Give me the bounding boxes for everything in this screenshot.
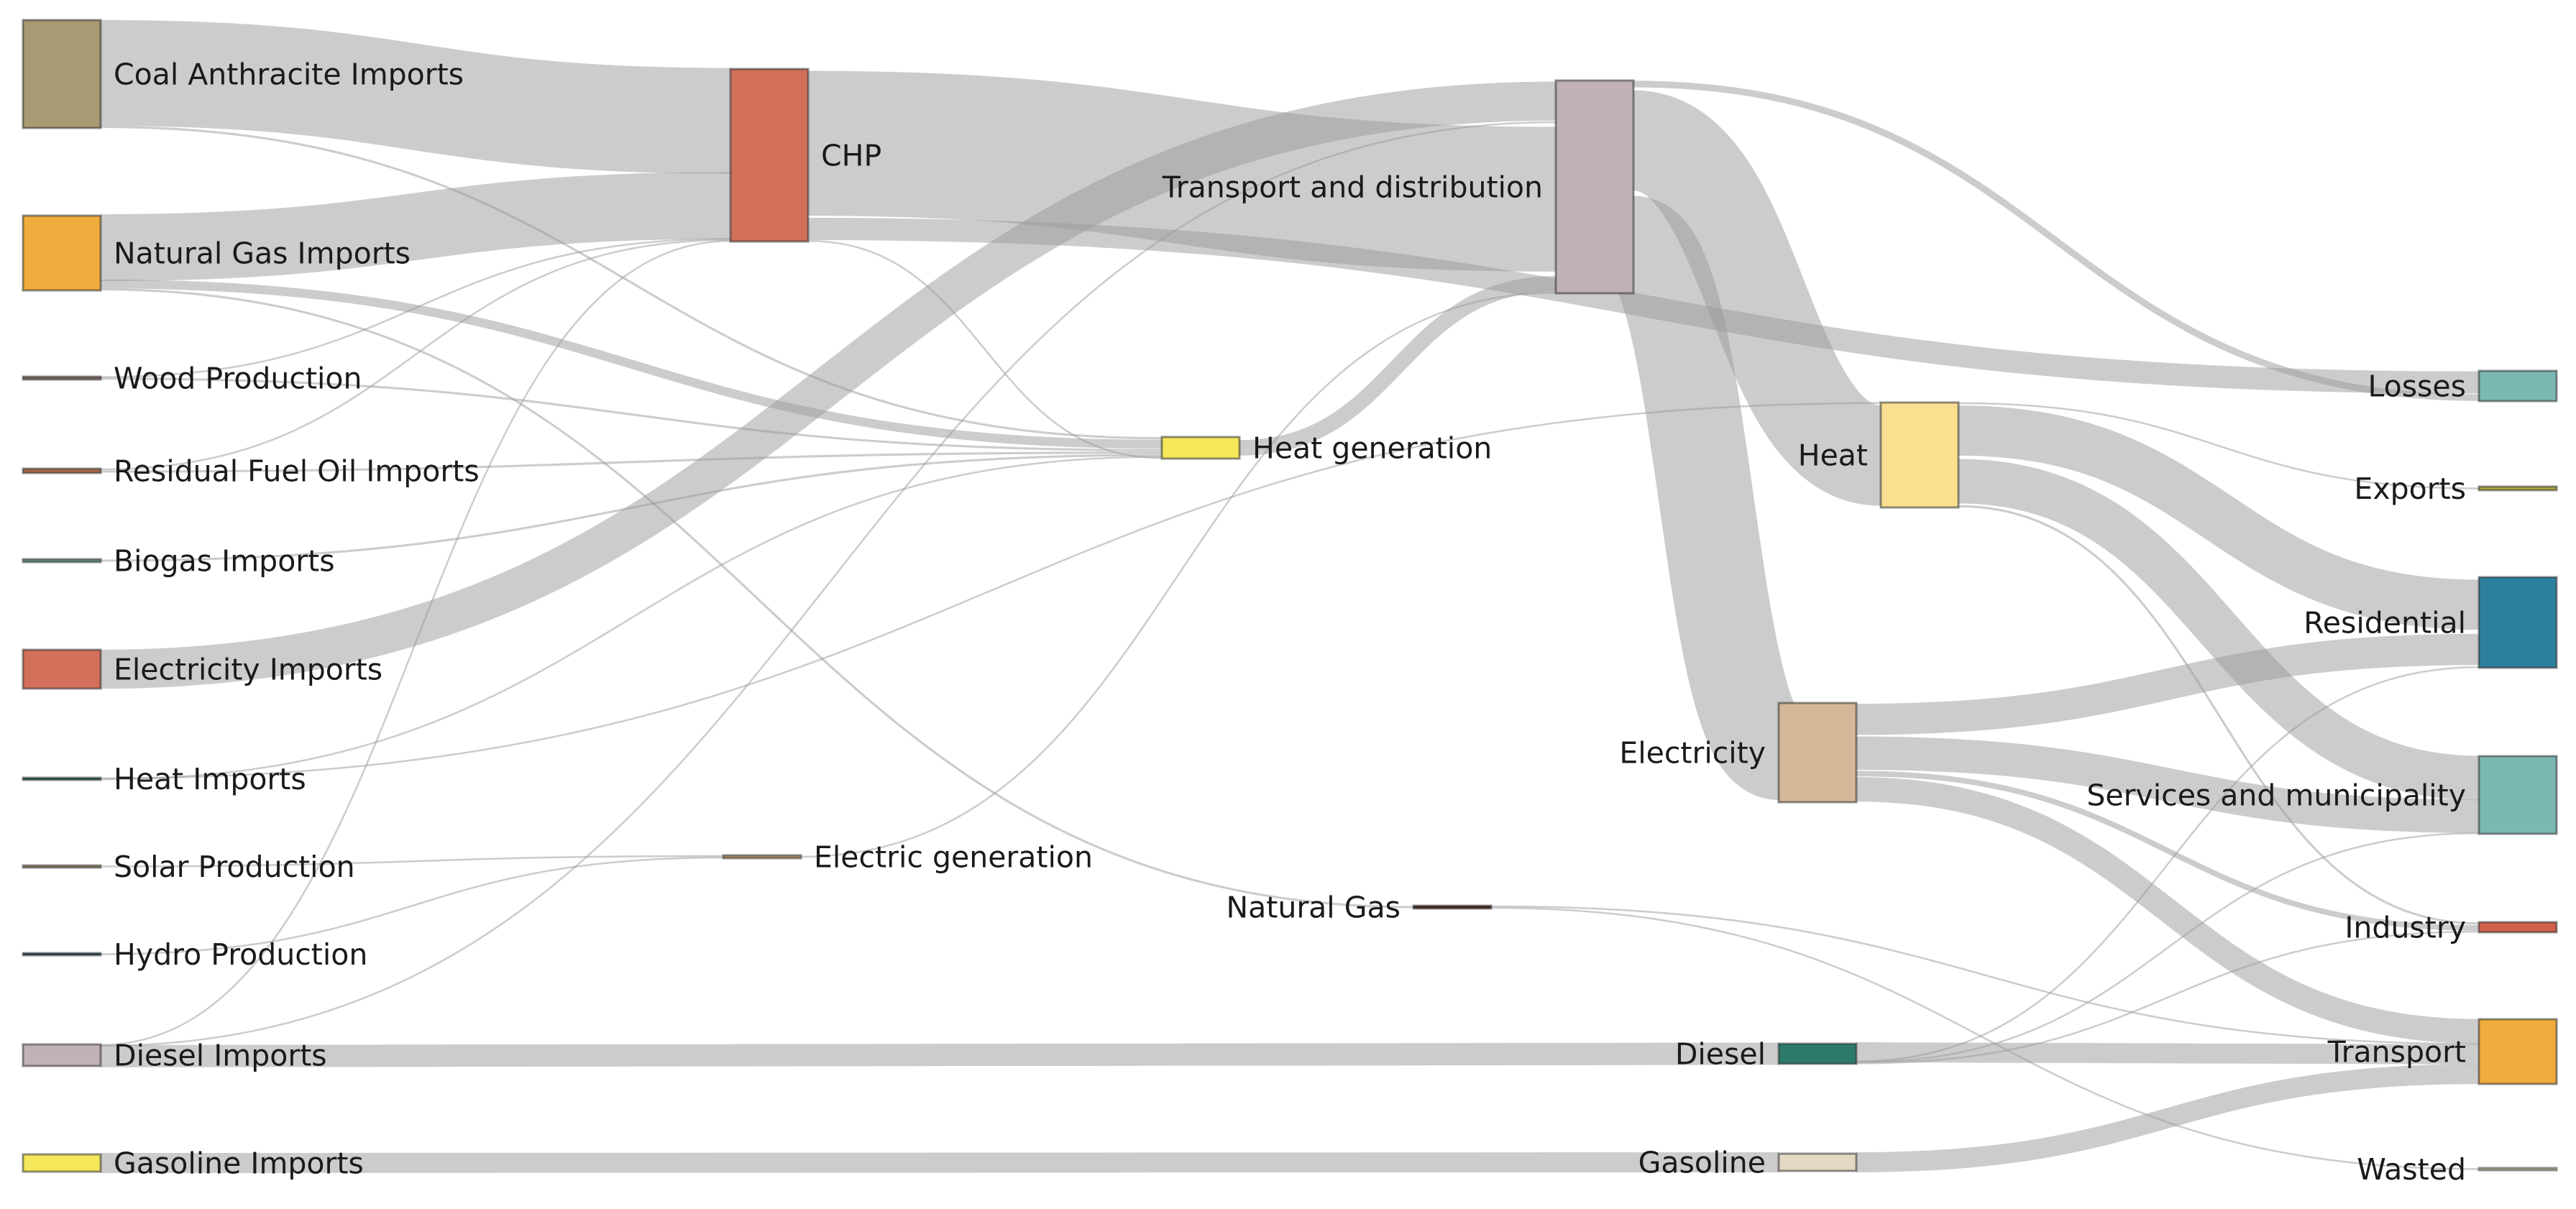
node-natgas[interactable]	[1412, 904, 1493, 910]
link-natgas-to-wasted[interactable]	[1490, 906, 2480, 1170]
node-gasoline_imp[interactable]	[22, 1153, 102, 1173]
label-heat: Heat	[1798, 438, 1868, 472]
label-losses: Losses	[2368, 369, 2466, 403]
link-td-to-losses[interactable]	[1633, 81, 2480, 401]
link-diesel_imp-to-chp[interactable]	[100, 239, 731, 1046]
link-heatgen-to-td[interactable]	[1239, 276, 1557, 456]
link-gasoline-to-transport[interactable]	[1856, 1064, 2480, 1172]
link-td-to-heat[interactable]	[1628, 90, 1886, 506]
label-electricity: Electricity	[1619, 735, 1766, 770]
node-hydro[interactable]	[22, 952, 102, 957]
node-residential[interactable]	[2478, 576, 2558, 669]
label-wood: Wood Production	[114, 361, 362, 395]
link-electricity-to-transport[interactable]	[1856, 777, 2480, 1044]
node-solar[interactable]	[22, 864, 102, 869]
label-td: Transport and distribution	[1162, 170, 1543, 204]
link-natgas_imp-to-heatgen[interactable]	[100, 279, 1163, 449]
link-coal-to-heatgen[interactable]	[100, 125, 1163, 440]
label-wasted: Wasted	[2357, 1152, 2466, 1187]
link-natgas_imp-to-chp[interactable]	[100, 172, 731, 282]
link-wood-to-heatgen[interactable]	[100, 377, 1163, 451]
node-heat_imp[interactable]	[22, 776, 102, 781]
link-diesel_imp-to-diesel[interactable]	[100, 1042, 1779, 1067]
node-diesel_imp[interactable]	[22, 1043, 102, 1067]
node-electricity[interactable]	[1777, 702, 1858, 804]
node-services[interactable]	[2478, 755, 2558, 835]
link-resid-to-chp[interactable]	[100, 239, 731, 471]
link-electricity-to-residential[interactable]	[1856, 633, 2480, 735]
link-heat_imp-to-heatgen[interactable]	[100, 456, 1163, 781]
link-heat-to-industry[interactable]	[1958, 505, 2480, 925]
label-residential: Residential	[2304, 605, 2466, 640]
link-resid-to-heatgen[interactable]	[100, 451, 1163, 473]
label-elecgen: Electric generation	[814, 840, 1093, 874]
link-wood-to-chp[interactable]	[100, 237, 731, 378]
label-gasoline: Gasoline	[1638, 1145, 1766, 1180]
links-layer	[100, 19, 2480, 1173]
node-transport[interactable]	[2478, 1018, 2558, 1085]
node-industry[interactable]	[2478, 921, 2558, 934]
node-elecgen[interactable]	[722, 854, 802, 860]
node-heat[interactable]	[1879, 401, 1960, 509]
link-heat-to-exports[interactable]	[1958, 402, 2480, 489]
link-diesel-to-residential[interactable]	[1856, 666, 2480, 1062]
link-hydro-to-elecgen[interactable]	[100, 856, 724, 955]
node-wasted[interactable]	[2478, 1167, 2558, 1172]
label-hydro: Hydro Production	[114, 937, 367, 972]
label-solar: Solar Production	[114, 850, 355, 884]
label-resid: Residual Fuel Oil Imports	[114, 454, 480, 488]
link-diesel-to-transport[interactable]	[1856, 1042, 2480, 1065]
link-diesel-to-industry[interactable]	[1856, 930, 2480, 1065]
label-heatgen: Heat generation	[1252, 431, 1492, 465]
node-losses[interactable]	[2478, 369, 2558, 403]
link-natgas-to-transport[interactable]	[1490, 905, 2480, 1045]
node-biogas[interactable]	[22, 558, 102, 564]
node-diesel[interactable]	[1777, 1042, 1858, 1065]
label-diesel: Diesel	[1675, 1036, 1766, 1071]
label-services: Services and municipality	[2086, 778, 2466, 812]
node-heatgen[interactable]	[1160, 436, 1241, 460]
link-elecgen-to-td[interactable]	[800, 291, 1557, 858]
label-diesel_imp: Diesel Imports	[114, 1038, 327, 1072]
node-gasoline[interactable]	[1777, 1152, 1858, 1172]
label-natgas_imp: Natural Gas Imports	[114, 236, 411, 270]
label-elec_imp: Electricity Imports	[114, 652, 382, 686]
node-td[interactable]	[1554, 79, 1635, 295]
label-natgas: Natural Gas	[1226, 890, 1401, 924]
link-natgas_imp-to-natgas[interactable]	[100, 288, 1414, 909]
link-heat-to-services[interactable]	[1958, 459, 2480, 801]
label-industry: Industry	[2344, 910, 2466, 944]
nodes-layer	[22, 19, 2558, 1173]
link-chp-to-td[interactable]	[807, 70, 1557, 272]
node-wood[interactable]	[22, 375, 102, 381]
link-heat-to-residential[interactable]	[1958, 405, 2480, 630]
link-td-to-electricity[interactable]	[1610, 196, 1802, 800]
link-gasoline_imp-to-gasoline[interactable]	[100, 1152, 1779, 1173]
link-electricity-to-services[interactable]	[1856, 736, 2480, 833]
link-coal-to-chp[interactable]	[100, 19, 731, 174]
link-electricity-to-industry[interactable]	[1856, 771, 2480, 931]
link-solar-to-elecgen[interactable]	[100, 855, 724, 868]
node-elec_imp[interactable]	[22, 648, 102, 690]
label-exports: Exports	[2354, 472, 2466, 506]
label-biogas: Biogas Imports	[114, 543, 335, 578]
label-heat_imp: Heat Imports	[114, 762, 306, 796]
label-coal: Coal Anthracite Imports	[114, 57, 464, 91]
node-resid[interactable]	[22, 467, 102, 474]
link-chp-to-heatgen[interactable]	[807, 239, 1163, 459]
label-chp: CHP	[821, 138, 881, 173]
link-heat_imp-to-heat[interactable]	[100, 402, 1881, 779]
node-coal[interactable]	[22, 19, 102, 129]
node-natgas_imp[interactable]	[22, 214, 102, 292]
label-transport: Transport	[2327, 1034, 2466, 1069]
node-chp[interactable]	[729, 68, 810, 243]
label-gasoline_imp: Gasoline Imports	[114, 1146, 364, 1180]
node-exports[interactable]	[2478, 485, 2558, 492]
link-diesel-to-services[interactable]	[1856, 832, 2480, 1064]
